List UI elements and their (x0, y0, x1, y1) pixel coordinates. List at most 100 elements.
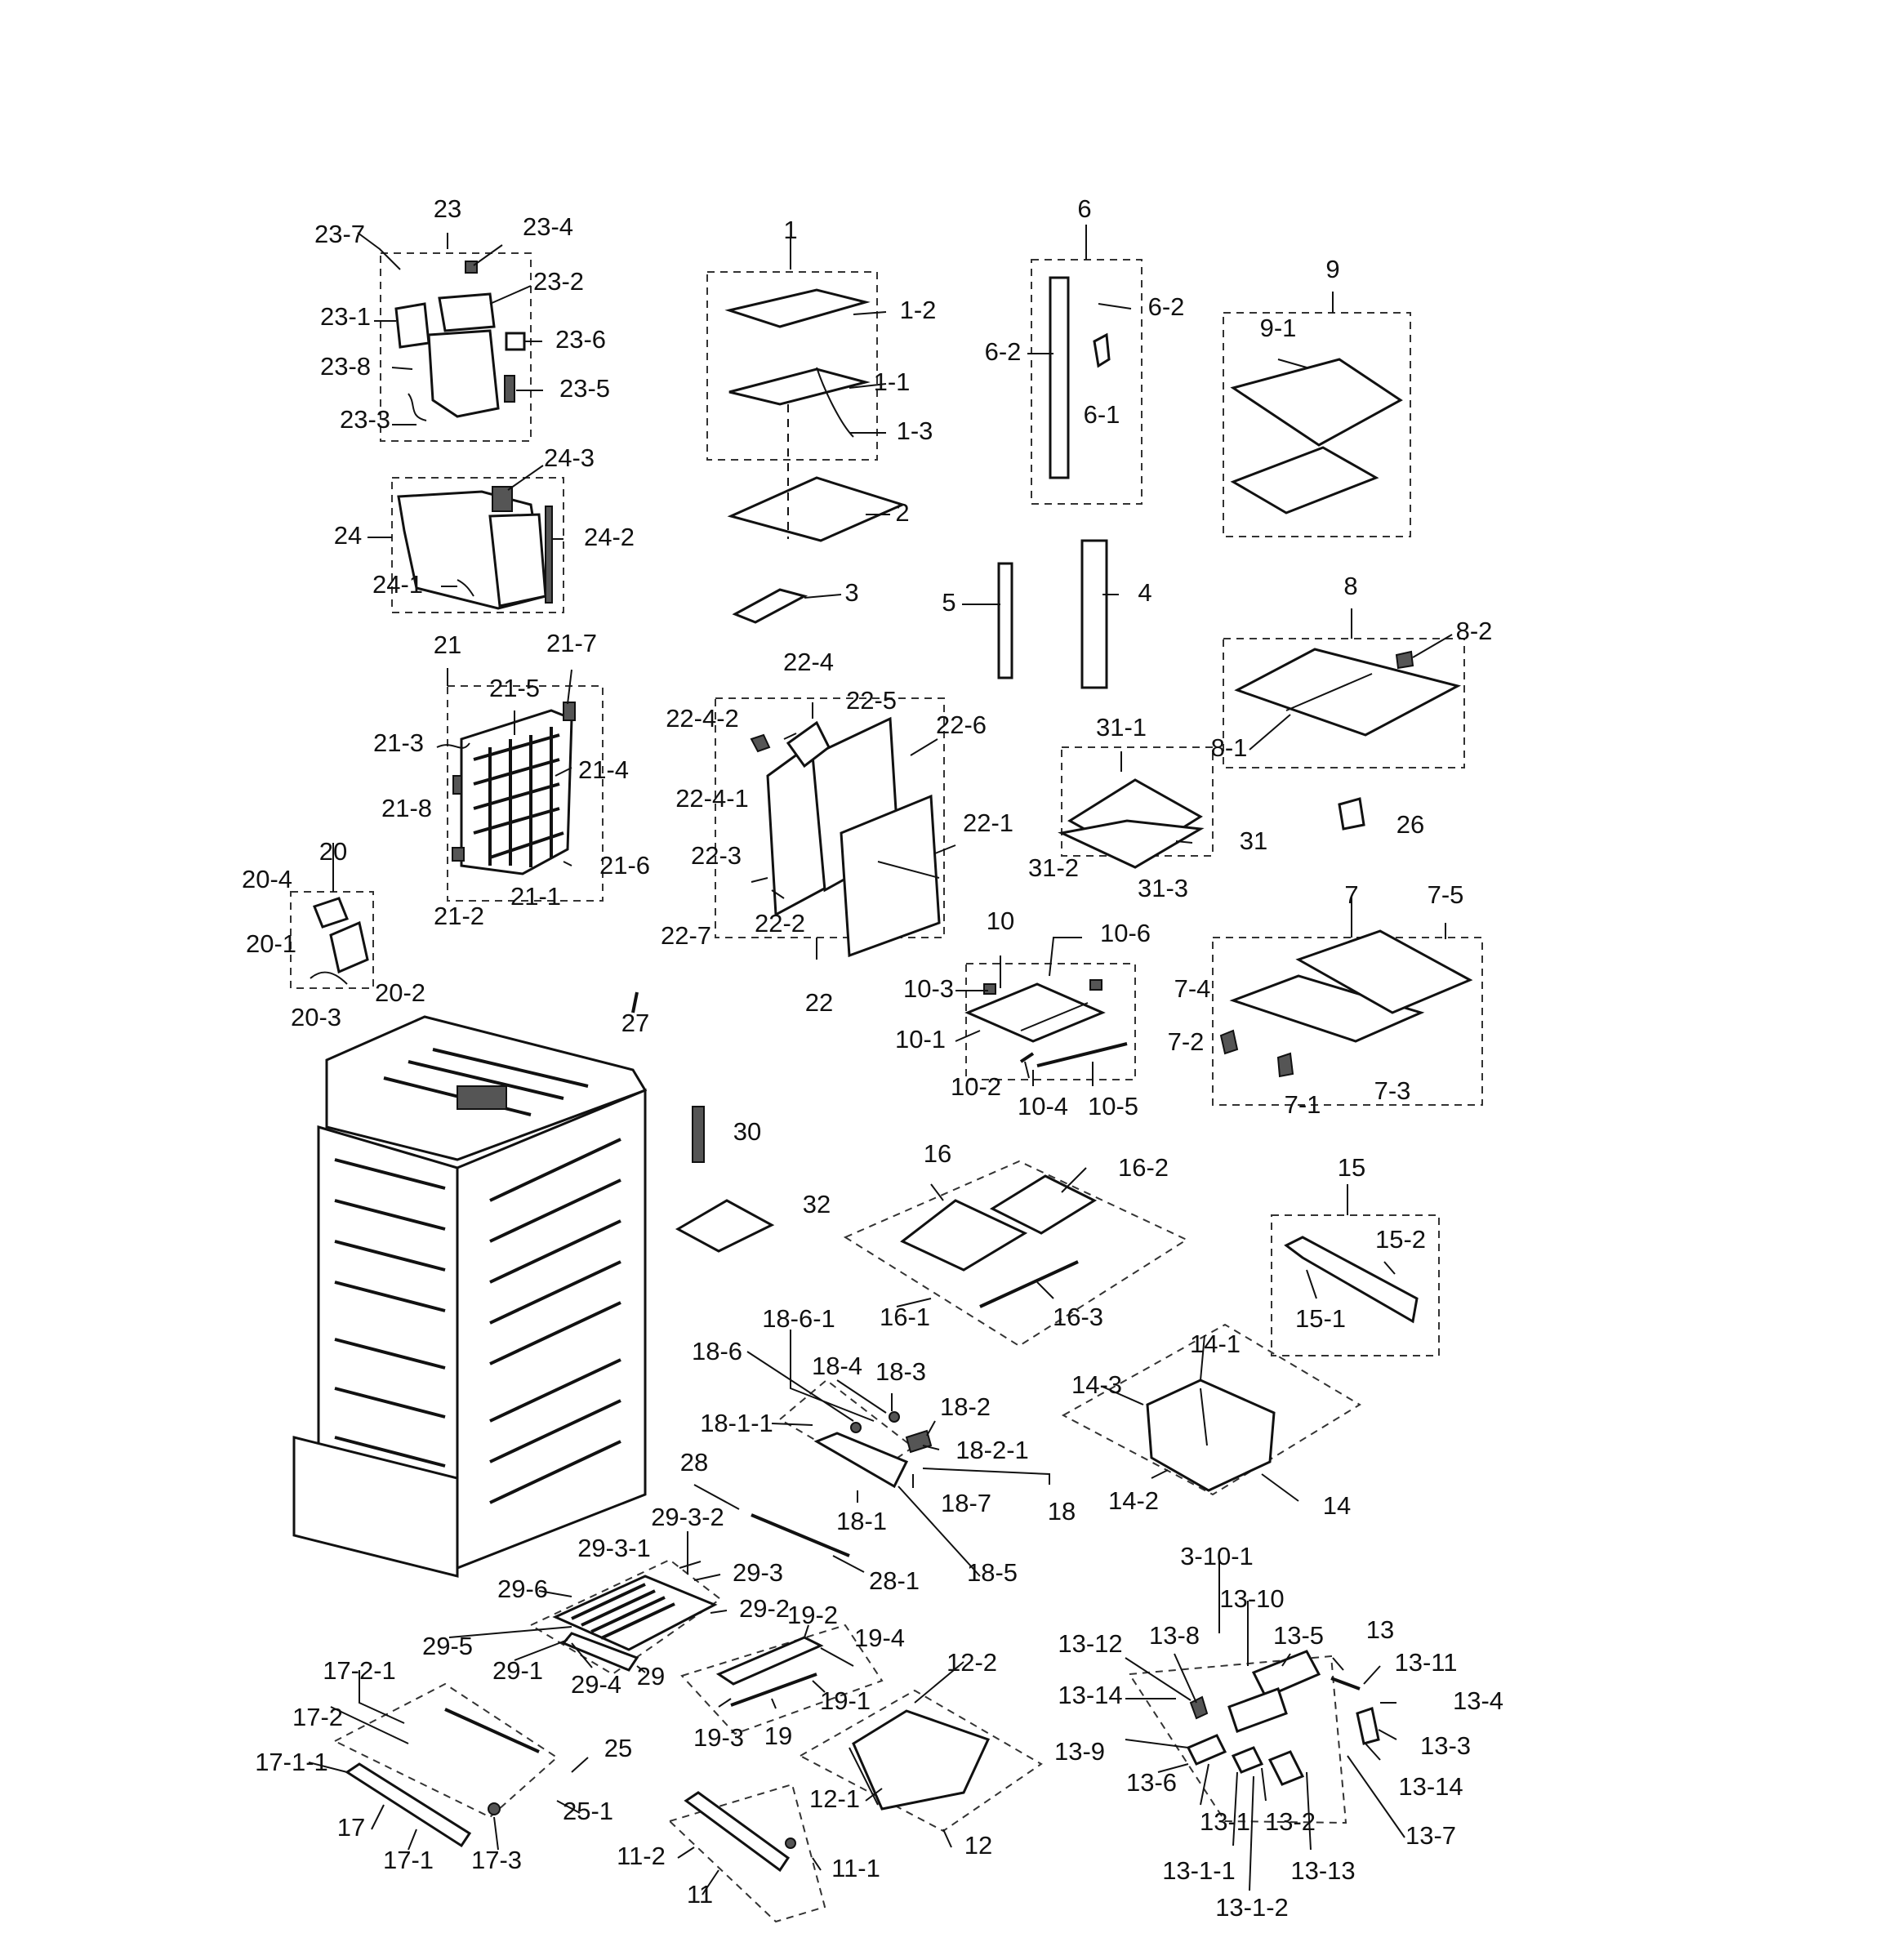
label-1-2: 1-2 (900, 296, 937, 324)
label-18-5: 18-5 (967, 1558, 1018, 1587)
label-20-4: 20-4 (242, 865, 292, 893)
label-18-3: 18-3 (875, 1357, 926, 1386)
label-6: 6 (1077, 194, 1091, 223)
label-31-2: 31-2 (1028, 853, 1079, 882)
label-7-3: 7-3 (1374, 1076, 1411, 1105)
label-10-5: 10-5 (1088, 1092, 1138, 1120)
label-14-3: 14-3 (1071, 1370, 1122, 1399)
label-23-2: 23-2 (533, 267, 584, 296)
label-8-2: 8-2 (1456, 617, 1493, 645)
label-20-3: 20-3 (291, 1003, 341, 1031)
label-22-7: 22-7 (661, 921, 711, 950)
label-5: 5 (942, 588, 955, 617)
label-23-4: 23-4 (523, 212, 573, 241)
label-22-4: 22-4 (783, 648, 834, 676)
label-13-13: 13-13 (1290, 1856, 1355, 1885)
label-18-1-1: 18-1-1 (700, 1409, 773, 1437)
group-boxes (290, 252, 1483, 1923)
label-26: 26 (1396, 810, 1424, 839)
label-15: 15 (1338, 1153, 1365, 1182)
label-16: 16 (924, 1139, 951, 1168)
label-7-5: 7-5 (1428, 880, 1464, 909)
label-31-1: 31-1 (1096, 713, 1147, 742)
label-13-1-2: 13-1-2 (1215, 1893, 1289, 1922)
label-20-1: 20-1 (246, 929, 296, 958)
label-7-2: 7-2 (1168, 1027, 1205, 1056)
label-29-6: 29-6 (497, 1575, 548, 1603)
label-13-14b: 13-14 (1398, 1772, 1463, 1801)
label-29-2: 29-2 (739, 1594, 790, 1623)
label-18-6: 18-6 (692, 1337, 742, 1365)
label-24-1: 24-1 (372, 570, 423, 599)
label-27: 27 (621, 1009, 649, 1037)
label-13-12: 13-12 (1058, 1629, 1122, 1658)
label-19: 19 (764, 1722, 792, 1750)
label-13-9: 13-9 (1054, 1737, 1105, 1766)
label-8: 8 (1343, 572, 1357, 600)
label-24-2: 24-2 (584, 523, 635, 551)
label-29: 29 (637, 1662, 665, 1690)
label-18-6-1: 18-6-1 (762, 1304, 835, 1333)
label-28-1: 28-1 (869, 1566, 920, 1595)
label-18-2-1: 18-2-1 (955, 1436, 1029, 1464)
label-13-7: 13-7 (1405, 1821, 1456, 1850)
label-1-3: 1-3 (897, 416, 933, 445)
label-13-1-1: 13-1-1 (1162, 1856, 1236, 1885)
label-19-3: 19-3 (693, 1723, 744, 1752)
label-10-3: 10-3 (903, 974, 954, 1003)
label-16-1: 16-1 (880, 1303, 930, 1331)
label-8-1: 8-1 (1211, 733, 1248, 762)
label-6-1: 6-1 (1084, 400, 1120, 429)
label-11-1: 11-1 (831, 1854, 880, 1882)
label-30: 30 (733, 1117, 761, 1146)
label-28: 28 (680, 1448, 708, 1477)
label-18-4: 18-4 (812, 1352, 862, 1380)
label-21-8: 21-8 (381, 794, 432, 822)
label-9: 9 (1325, 255, 1339, 283)
label-13-8: 13-8 (1149, 1621, 1200, 1650)
label-17-2: 17-2 (292, 1703, 343, 1731)
label-17: 17 (337, 1813, 365, 1842)
label-17-1: 17-1 (383, 1846, 434, 1874)
label-29-3-1: 29-3-1 (577, 1534, 651, 1562)
label-13-11: 13-11 (1395, 1648, 1458, 1677)
label-18-2: 18-2 (940, 1392, 991, 1421)
label-10-2: 10-2 (951, 1072, 1001, 1101)
label-4: 4 (1138, 578, 1151, 607)
label-25: 25 (604, 1734, 632, 1762)
label-21-5: 21-5 (489, 674, 540, 702)
label-23-8: 23-8 (320, 352, 371, 381)
label-18-1: 18-1 (836, 1507, 887, 1535)
label-22-5: 22-5 (846, 686, 897, 715)
label-10-4: 10-4 (1018, 1092, 1068, 1120)
label-17-3: 17-3 (471, 1846, 522, 1874)
label-13-10: 13-10 (1219, 1584, 1284, 1613)
label-23-6: 23-6 (555, 325, 606, 354)
label-7: 7 (1344, 880, 1358, 909)
label-21-1: 21-1 (510, 882, 561, 911)
label-13-5: 13-5 (1273, 1621, 1324, 1650)
label-18: 18 (1048, 1497, 1076, 1526)
label-13-1: 13-1 (1200, 1807, 1250, 1836)
label-23-3: 23-3 (340, 405, 390, 434)
label-18-7: 18-7 (941, 1489, 991, 1517)
label-22-2: 22-2 (755, 909, 805, 938)
label-21-2: 21-2 (434, 902, 484, 930)
label-24-3: 24-3 (544, 443, 595, 472)
label-29-1: 29-1 (492, 1656, 543, 1685)
label-23-7: 23-7 (314, 220, 365, 248)
label-16-3: 16-3 (1053, 1303, 1103, 1331)
label-12-2: 12-2 (947, 1648, 997, 1677)
label-29-3: 29-3 (733, 1558, 783, 1587)
label-29-4: 29-4 (571, 1670, 621, 1699)
label-22-6: 22-6 (936, 710, 987, 739)
label-14-1: 14-1 (1190, 1330, 1241, 1358)
label-21-4: 21-4 (578, 755, 629, 784)
part-drawings (292, 261, 1473, 1873)
label-31-3: 31-3 (1138, 874, 1188, 902)
label-21-6: 21-6 (599, 851, 650, 880)
label-7-1: 7-1 (1285, 1090, 1321, 1119)
label-12-1: 12-1 (809, 1784, 860, 1813)
label-29-3-2: 29-3-2 (651, 1503, 724, 1531)
